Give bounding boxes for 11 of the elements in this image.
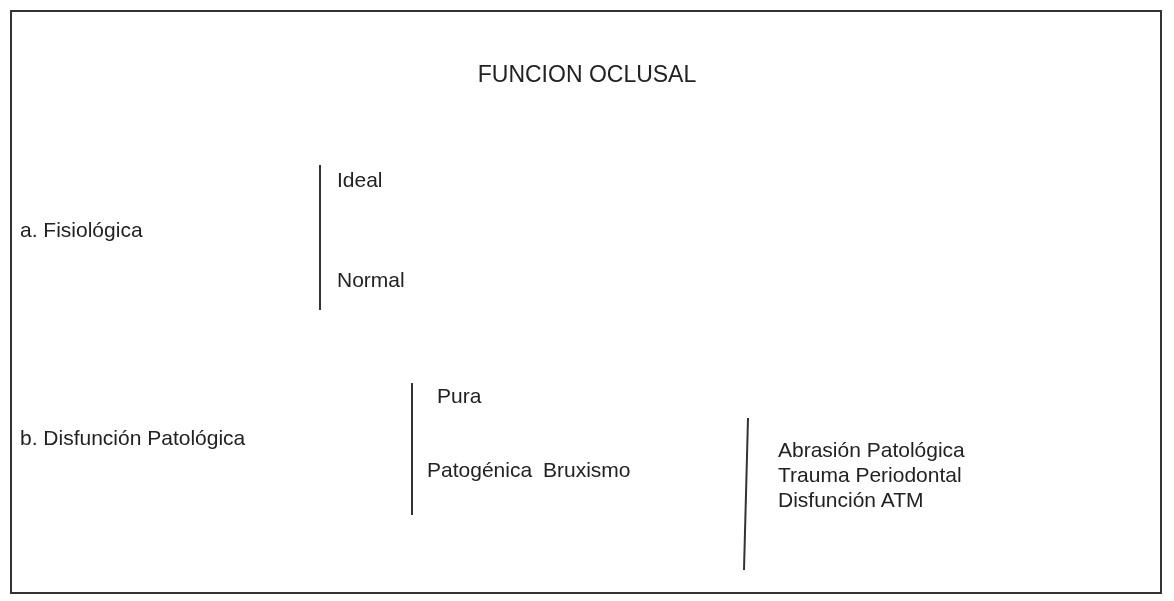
category-label: Abrasión Patológica: [778, 438, 965, 462]
category-label: Trauma Periodontal: [778, 463, 962, 487]
category-label: a. Fisiológica: [20, 218, 143, 242]
category-label: Bruxismo: [543, 458, 631, 482]
category-label: Ideal: [337, 168, 383, 192]
diagram-title: FUNCION OCLUSAL: [476, 62, 698, 86]
category-label: Normal: [337, 268, 405, 292]
category-label: b. Disfunción Patológica: [20, 426, 246, 450]
category-label: Patogénica: [427, 458, 533, 482]
category-label: Disfunción ATM: [778, 488, 924, 512]
category-label: Pura: [437, 384, 482, 408]
